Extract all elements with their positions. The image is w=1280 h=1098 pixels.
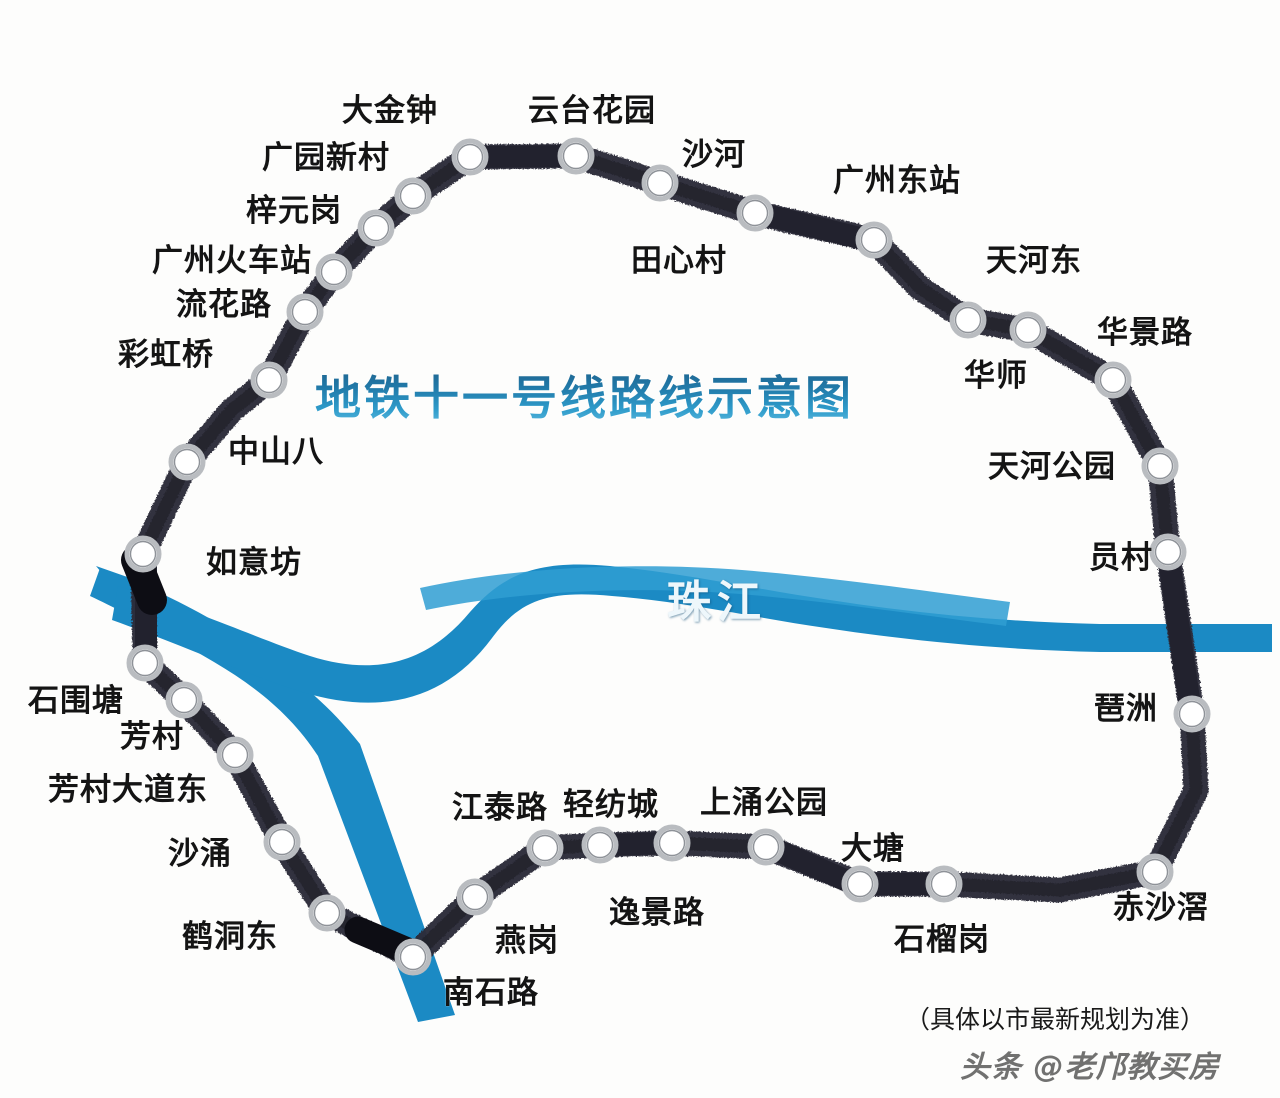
station-label: 江泰路 — [452, 790, 548, 826]
station-marker[interactable] — [526, 829, 564, 867]
station-marker[interactable] — [263, 823, 301, 861]
station-label: 田心村 — [631, 243, 727, 279]
station-label: 华景路 — [1097, 315, 1193, 351]
station-label: 大塘 — [841, 831, 905, 867]
station-marker[interactable] — [1141, 447, 1179, 485]
station-label: 燕岗 — [495, 923, 559, 959]
station-marker[interactable] — [925, 865, 963, 903]
station-marker[interactable] — [394, 177, 432, 215]
page-title: 地铁十一号线路线示意图 — [315, 362, 854, 428]
station-label: 芳村大道东 — [48, 772, 208, 808]
station-label: 大金钟 — [342, 93, 438, 129]
station-label: 赤沙滘 — [1113, 890, 1209, 926]
station-label: 上涌公园 — [700, 785, 828, 821]
station-marker[interactable] — [308, 894, 346, 932]
station-marker[interactable] — [216, 736, 254, 774]
station-label: 如意坊 — [206, 545, 302, 581]
station-marker[interactable] — [315, 253, 353, 291]
station-label: 云台花园 — [528, 93, 656, 129]
station-label: 天河公园 — [988, 449, 1116, 485]
station-marker[interactable] — [456, 878, 494, 916]
station-marker[interactable] — [949, 301, 987, 339]
station-label: 鹤洞东 — [182, 919, 278, 955]
station-label: 沙涌 — [168, 836, 232, 872]
station-label: 琶洲 — [1094, 691, 1158, 727]
station-marker[interactable] — [1173, 695, 1211, 733]
station-marker[interactable] — [124, 535, 162, 573]
station-marker[interactable] — [557, 137, 595, 175]
station-label: 沙河 — [682, 137, 746, 173]
station-marker[interactable] — [357, 209, 395, 247]
station-label: 广州火车站 — [152, 243, 312, 279]
station-label: 中山八 — [228, 434, 324, 470]
station-marker[interactable] — [747, 828, 785, 866]
station-marker[interactable] — [165, 681, 203, 719]
station-marker[interactable] — [250, 361, 288, 399]
station-marker[interactable] — [841, 865, 879, 903]
station-label: 石围塘 — [28, 683, 124, 719]
station-marker[interactable] — [1009, 311, 1047, 349]
station-label: 广园新村 — [262, 140, 390, 176]
station-label: 天河东 — [986, 243, 1082, 279]
station-marker[interactable] — [855, 221, 893, 259]
watermark: 头条 @老邝教买房 — [960, 1050, 1220, 1085]
station-label: 轻纺城 — [563, 787, 659, 823]
station-label: 梓元岗 — [246, 193, 342, 229]
river-label: 珠江 — [667, 577, 767, 628]
station-label: 石榴岗 — [894, 922, 990, 958]
station-label: 芳村 — [120, 719, 184, 755]
station-marker[interactable] — [736, 194, 774, 232]
station-label: 南石路 — [443, 975, 539, 1011]
station-marker[interactable] — [1136, 853, 1174, 891]
station-marker[interactable] — [126, 644, 164, 682]
station-marker[interactable] — [286, 293, 324, 331]
station-marker[interactable] — [581, 826, 619, 864]
station-label: 逸景路 — [609, 895, 705, 931]
station-marker[interactable] — [394, 938, 432, 976]
station-label: 员村 — [1089, 540, 1153, 576]
station-marker[interactable] — [641, 164, 679, 202]
station-marker[interactable] — [168, 443, 206, 481]
station-marker[interactable] — [1094, 361, 1132, 399]
station-marker[interactable] — [1149, 533, 1187, 571]
station-label: 华师 — [964, 358, 1028, 394]
station-label: 广州东站 — [833, 163, 961, 199]
station-marker[interactable] — [451, 138, 489, 176]
station-marker[interactable] — [653, 824, 691, 862]
station-label: 流花路 — [176, 287, 272, 323]
footnote: （具体以市最新规划为准） — [905, 1005, 1206, 1034]
station-label: 彩虹桥 — [118, 337, 214, 373]
